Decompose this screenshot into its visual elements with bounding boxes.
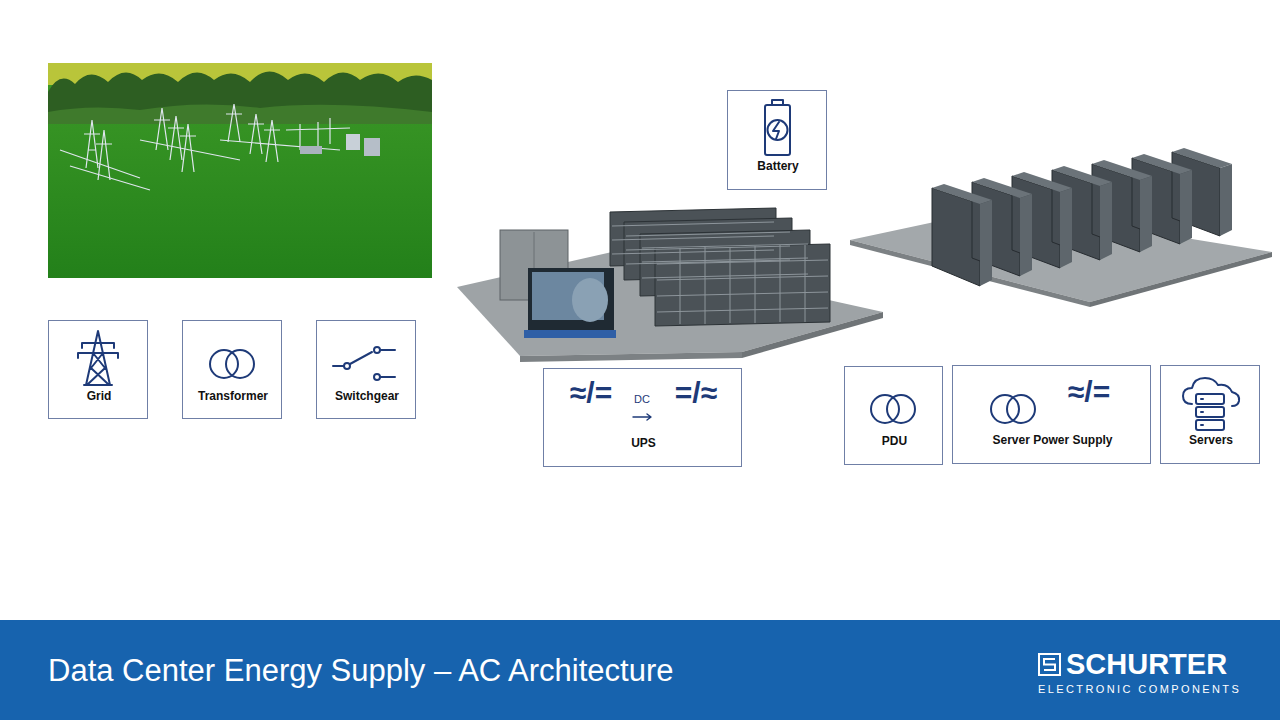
conversion-symbol: ≈/= bbox=[570, 376, 612, 411]
component-label: Switchgear bbox=[335, 390, 399, 404]
component-label: UPS bbox=[631, 437, 656, 451]
battery-icon bbox=[765, 100, 790, 155]
schurter-logo-mark bbox=[1039, 654, 1060, 675]
component-box: Servers bbox=[1160, 365, 1260, 464]
component-label: Servers bbox=[1189, 434, 1233, 448]
component-box: Transformer bbox=[182, 320, 282, 419]
footer-bar bbox=[0, 620, 1280, 720]
server-hall-illustration bbox=[850, 148, 1272, 307]
brand-name: SCHURTER bbox=[1066, 648, 1227, 681]
component-box: Grid bbox=[48, 320, 148, 419]
switchgear-icon bbox=[333, 350, 395, 377]
component-label: Transformer bbox=[198, 390, 268, 404]
conversion-symbol: ≈/= bbox=[1068, 375, 1110, 410]
dc-arrow bbox=[633, 414, 651, 420]
grid-pylon-icon bbox=[78, 331, 118, 385]
pdu-transformer-icon bbox=[871, 395, 915, 423]
page-title: Data Center Energy Supply – AC Architect… bbox=[48, 653, 674, 689]
psu-transformer-icon bbox=[991, 395, 1035, 423]
component-label: PDU bbox=[882, 435, 907, 449]
component-label: DC bbox=[634, 393, 650, 406]
component-box: PDU bbox=[844, 366, 943, 465]
component-box: ≈/= DC =/≈ UPS bbox=[543, 368, 742, 467]
component-label: Server Power Supply bbox=[992, 434, 1112, 448]
component-label: Battery bbox=[757, 160, 798, 174]
component-box: ≈/= Server Power Supply bbox=[952, 365, 1151, 464]
component-box: Switchgear bbox=[316, 320, 416, 419]
brand-tagline: ELECTRONIC COMPONENTS bbox=[1038, 683, 1241, 695]
switchgear-icon bbox=[344, 347, 380, 380]
component-label: Grid bbox=[87, 390, 112, 404]
transformer-icon bbox=[210, 350, 254, 378]
server-cloud-icon bbox=[1183, 378, 1239, 430]
node-icons bbox=[78, 100, 1239, 430]
substation-picture bbox=[48, 63, 432, 278]
component-box: Battery bbox=[727, 90, 827, 190]
conversion-symbol: =/≈ bbox=[675, 376, 717, 411]
ups-hall-illustration bbox=[457, 208, 883, 362]
